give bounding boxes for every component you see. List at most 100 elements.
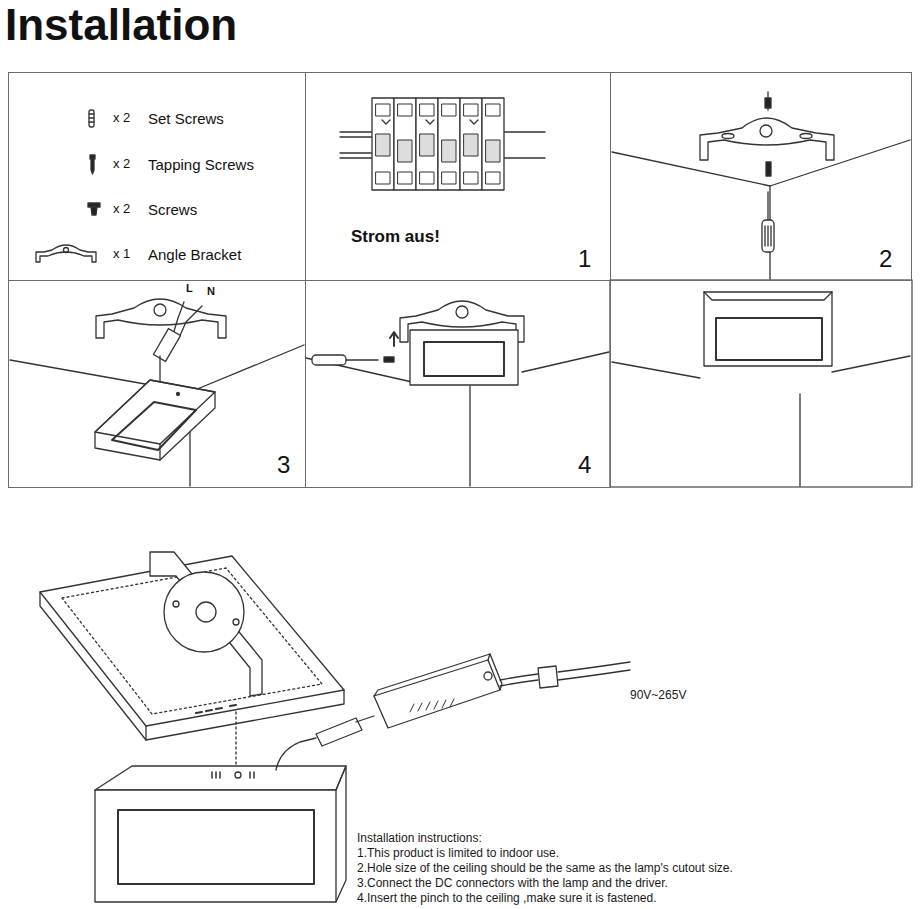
- parts-list-panel: x 2Set Screwsx 2Tapping Screwsx 2Screwsx…: [8, 72, 306, 281]
- drawing-part: [91, 159, 94, 174]
- drawing-part: [356, 716, 374, 722]
- page-title: Installation: [5, 0, 237, 51]
- drawing-part: [376, 134, 390, 156]
- quantity: x 1: [113, 247, 130, 262]
- drawing-part: [164, 572, 244, 652]
- step-number: 2: [879, 245, 892, 273]
- drawing-part: [612, 140, 910, 186]
- drawing-part: [704, 292, 832, 366]
- drawing-part: [442, 172, 456, 184]
- drawing-part: [112, 402, 196, 450]
- step-number: 3: [277, 451, 290, 479]
- ceiling-corner: [10, 345, 304, 486]
- quantity: x 2: [113, 157, 130, 172]
- drawing-part: [460, 98, 482, 190]
- panel-lamp: [95, 380, 215, 460]
- drawing-part: [558, 670, 630, 680]
- drawing-part: [490, 654, 502, 690]
- drawing-part: [159, 356, 160, 382]
- tapping-screw-icon: [90, 155, 95, 174]
- drawing-part: [612, 362, 700, 378]
- drawing-part: [89, 113, 94, 114]
- drawing-part: [766, 162, 771, 176]
- drawing-part: [336, 766, 346, 902]
- drawing-part: [374, 660, 500, 728]
- drawing-part: [150, 552, 262, 696]
- drawing-part: [500, 680, 538, 686]
- drawing-part: [95, 766, 346, 790]
- drawing-part: [276, 738, 316, 770]
- set-screw-icon: [89, 110, 94, 127]
- drawing-part: [40, 556, 344, 726]
- step-note: Strom aus!: [351, 227, 440, 247]
- drawing-part: [178, 306, 202, 340]
- drawing-part: [382, 120, 478, 124]
- drawing-part: [760, 125, 772, 137]
- alignment-line: [235, 712, 236, 768]
- drawing-part: [91, 207, 97, 215]
- drawing-part: [64, 248, 69, 253]
- drawing-part: [62, 568, 322, 714]
- drawing-part: [482, 98, 504, 190]
- step-panel: 4: [305, 280, 611, 488]
- drawing-part: [456, 306, 468, 318]
- drawing-part: [177, 393, 180, 396]
- drawing-part: [799, 394, 800, 486]
- panel-lamp: [410, 330, 518, 385]
- drawing-part: [762, 220, 774, 252]
- angle-bracket: [700, 118, 834, 160]
- dc-cable: [276, 716, 374, 770]
- drawing-part: [340, 136, 372, 137]
- panel-frame: [610, 280, 912, 487]
- part-name: Tapping Screws: [148, 156, 254, 173]
- drawing-part: [95, 380, 215, 444]
- ceiling-corner: [612, 356, 910, 486]
- drawing-part: [832, 356, 910, 372]
- drawing-part: [235, 772, 241, 778]
- angle-bracket-icon: [36, 245, 96, 262]
- drawing-part: [390, 332, 398, 346]
- drawing-part: [416, 98, 438, 190]
- drawing-part: [376, 104, 500, 184]
- screwdriver: [312, 355, 394, 365]
- drawing-part: [36, 245, 96, 262]
- instruction-note: 1.This product is limited to indoor use.: [357, 846, 559, 860]
- drawing-part: [522, 352, 609, 372]
- drawing-part: [154, 304, 166, 316]
- drawing-part: [464, 134, 478, 156]
- drawing-part: [704, 292, 832, 300]
- drawing-part: [312, 355, 346, 365]
- circuit-breaker-panel: [340, 98, 545, 190]
- quantity: x 2: [113, 202, 130, 217]
- drawing-part: [420, 172, 434, 184]
- mounted-lamp: [704, 292, 832, 366]
- drawing-part: [464, 104, 478, 116]
- wire-name: L: [186, 282, 193, 295]
- drawing-part: [372, 98, 394, 190]
- drawing-part: [10, 92, 912, 902]
- drawing-part: [538, 666, 558, 688]
- quantity: x 2: [113, 111, 130, 126]
- drawing-part: [722, 134, 734, 139]
- drawing-part: [196, 602, 216, 622]
- instruction-note: 2.Hole size of the ceiling should be the…: [357, 861, 733, 875]
- drawing-part: [486, 172, 500, 184]
- drawing-part: [420, 104, 434, 116]
- instructions-heading: Installation instructions:: [357, 831, 482, 845]
- drawing-part: [96, 299, 226, 338]
- part-name: Angle Bracket: [148, 246, 241, 263]
- drawing-part: [464, 172, 478, 184]
- drawing-part: [376, 172, 390, 184]
- drawing-part: [410, 330, 518, 385]
- drawing-part: [118, 810, 314, 884]
- drawing-part: [233, 619, 239, 625]
- drawing-part: [346, 359, 378, 360]
- drawing-part: [770, 226, 771, 246]
- drawing-part: [420, 134, 434, 156]
- drawing-part: [340, 152, 372, 153]
- step-number: 1: [578, 245, 591, 273]
- led-panel: [95, 766, 346, 902]
- instruction-note: 4.Insert the pinch to the ceiling ,make …: [357, 891, 657, 905]
- drawing-part: [700, 118, 834, 160]
